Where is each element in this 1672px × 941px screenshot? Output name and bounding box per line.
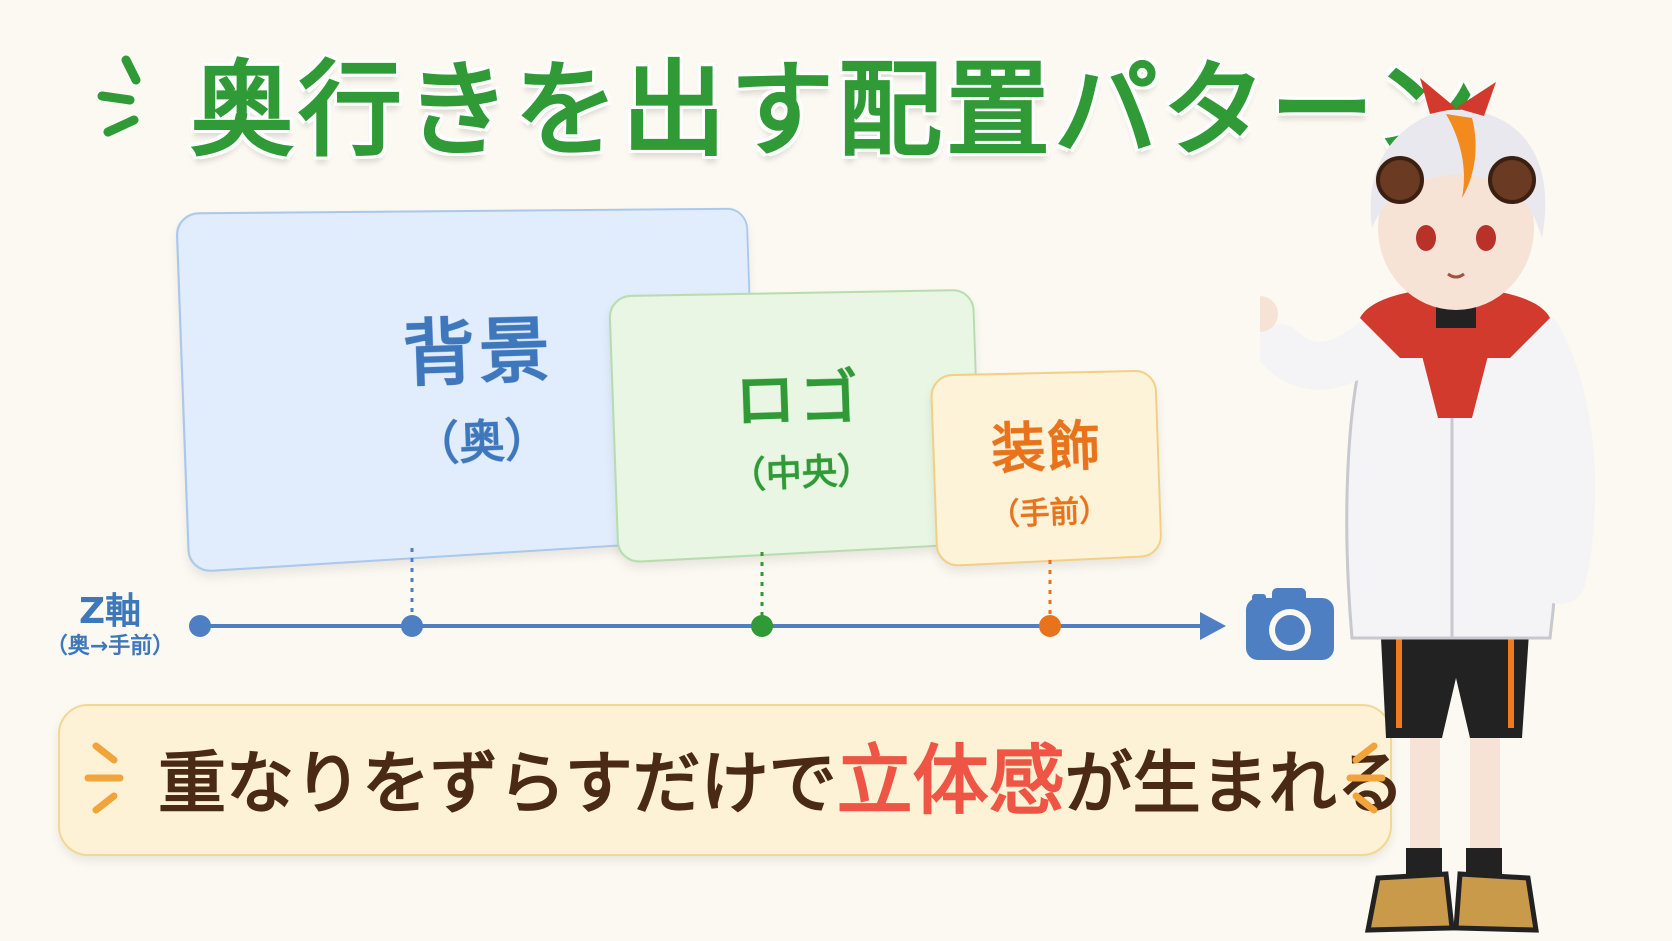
banner-message: 重なりをずらすだけで立体感が生まれる <box>158 736 1405 826</box>
layer-card-decoration: 装飾 （手前） <box>929 369 1163 568</box>
camera-icon <box>1246 588 1334 660</box>
layer-logo-label: ロゴ <box>733 362 864 437</box>
axis-dot-logo <box>751 615 773 637</box>
axis-start-dot <box>189 615 211 637</box>
axis-dot-background <box>401 615 423 637</box>
banner-text-before: 重なりをずらすだけで <box>158 745 837 824</box>
title-spark-lines-icon <box>97 55 141 137</box>
layer-card-logo: ロゴ （中央） <box>608 288 983 564</box>
z-axis-title: Z軸 <box>78 591 142 632</box>
axis-arrowhead <box>1200 612 1226 640</box>
z-axis-label: Z軸 （奥→手前） <box>30 592 190 662</box>
message-banner <box>58 704 1392 856</box>
banner-text-after: が生まれる <box>1064 745 1405 824</box>
banner-highlight: 立体感 <box>836 736 1065 825</box>
layer-background-depth: （奥） <box>412 412 551 473</box>
banner-right-spark-icon <box>1346 742 1386 814</box>
banner-left-spark-icon <box>84 742 124 814</box>
pointing-character-illustration <box>1260 78 1596 933</box>
layer-decoration-depth: （手前） <box>988 493 1110 534</box>
axis-dot-decoration <box>1039 615 1061 637</box>
layer-logo-depth: （中央） <box>728 449 874 497</box>
layer-background-label: 背景 <box>401 308 555 397</box>
z-axis-direction: （奥→手前） <box>45 634 175 659</box>
layer-decoration-label: 装飾 <box>990 413 1104 481</box>
page-title: 奥行きを出す配置パターン <box>190 49 1481 171</box>
z-axis <box>189 548 1226 640</box>
